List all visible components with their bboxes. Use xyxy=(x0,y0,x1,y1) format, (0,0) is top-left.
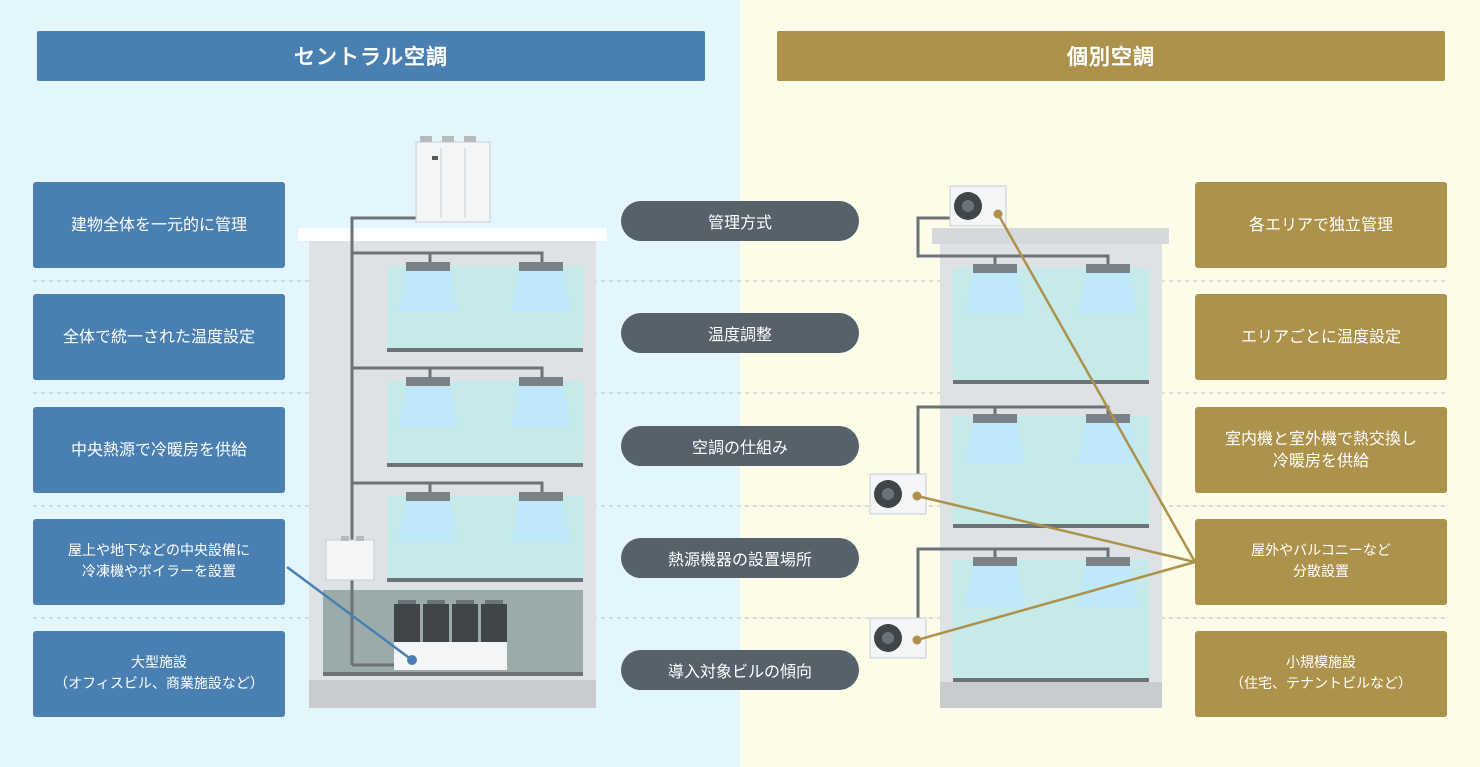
individual-building xyxy=(869,185,1197,708)
individual-header: 個別空調 xyxy=(777,31,1445,81)
row-separators xyxy=(33,280,1447,619)
central-item-location: 屋上や地下などの中央設備に 冷凍機やボイラーを設置 xyxy=(33,519,285,605)
individual-item-buildings: 小規模施設 （住宅、テナントビルなど） xyxy=(1195,631,1447,717)
category-buildings: 導入対象ビルの傾向 xyxy=(621,650,859,690)
boiler-unit xyxy=(325,536,375,581)
category-management: 管理方式 xyxy=(621,201,859,241)
central-header: セントラル空調 xyxy=(37,31,705,81)
category-temperature: 温度調整 xyxy=(621,313,859,353)
central-building xyxy=(286,136,607,708)
individual-item-mechanism: 室内機と室外機で熱交換し 冷暖房を供給 xyxy=(1195,407,1447,493)
category-mechanism: 空調の仕組み xyxy=(621,426,859,466)
central-item-mechanism: 中央熱源で冷暖房を供給 xyxy=(33,407,285,493)
central-indoor-units xyxy=(398,262,571,542)
rooftop-unit xyxy=(415,136,491,223)
individual-indoor-units xyxy=(965,264,1138,607)
individual-item-temperature: エリアごとに温度設定 xyxy=(1195,294,1447,380)
central-item-management: 建物全体を一元的に管理 xyxy=(33,182,285,268)
category-location: 熱源機器の設置場所 xyxy=(621,538,859,578)
outdoor-units xyxy=(869,185,1007,659)
central-item-buildings: 大型施設 （オフィスビル、商業施設など） xyxy=(33,631,285,717)
individual-item-management: 各エリアで独立管理 xyxy=(1195,182,1447,268)
central-item-temperature: 全体で統一された温度設定 xyxy=(33,294,285,380)
individual-item-location: 屋外やバルコニーなど 分散設置 xyxy=(1195,519,1447,605)
